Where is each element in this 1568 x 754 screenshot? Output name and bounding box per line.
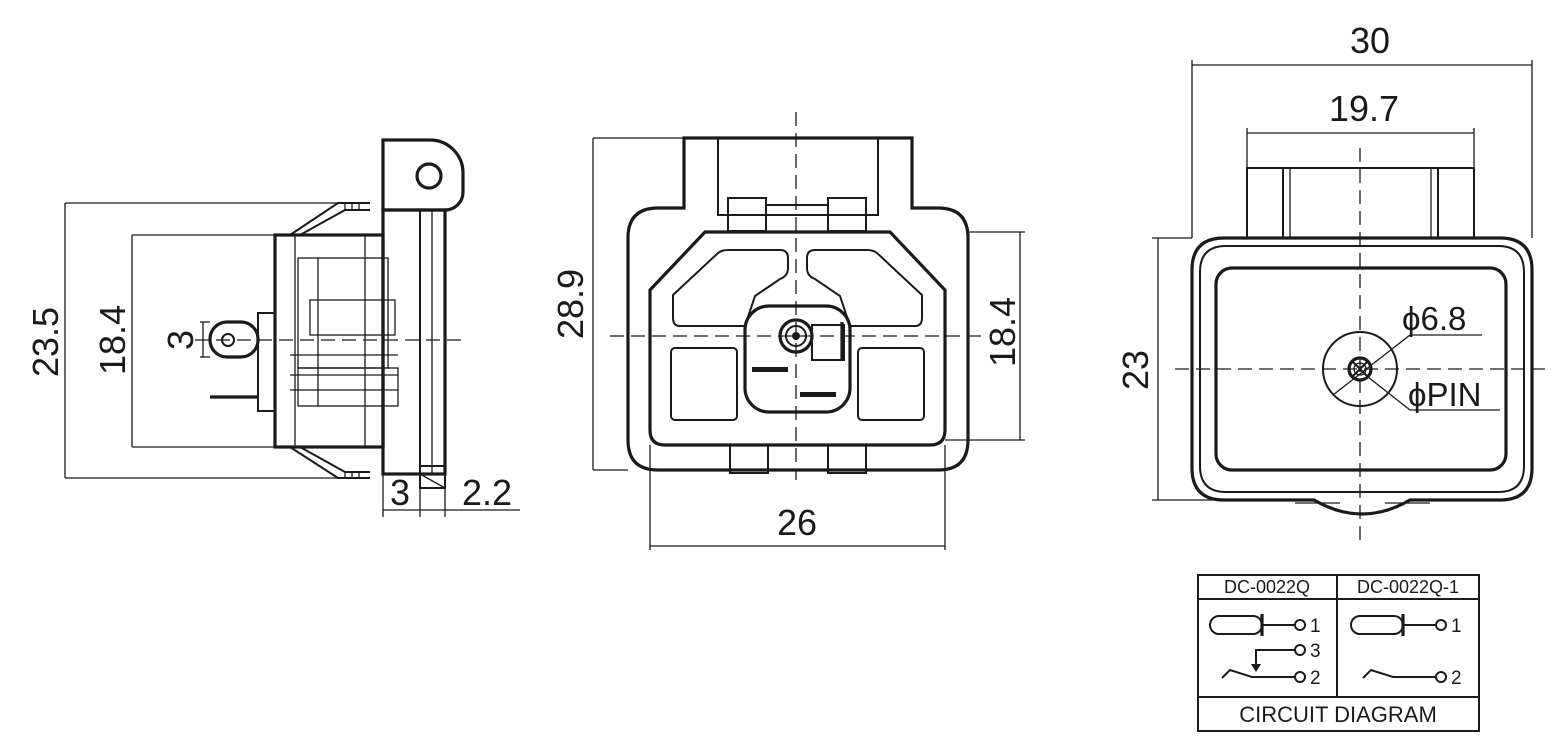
dim-side-height-body: 18.4 [92, 305, 133, 375]
dim-side-height-total: 23.5 [25, 307, 66, 377]
dim-front-width-body: 26 [777, 502, 817, 543]
dim-rear-width-total: 30 [1350, 20, 1390, 61]
dim-side-flange: 3 [390, 472, 410, 513]
dim-side-pin-pitch: 3 [160, 330, 201, 350]
circuit-model-2: DC-0022Q-1 [1357, 577, 1459, 597]
circuit-schematic-2: 1 2 [1350, 614, 1462, 689]
circuit1-pin-2: 2 [1310, 668, 1321, 689]
dim-rear-width-top: 19.7 [1329, 88, 1399, 129]
dim-rear-hole-diameter: ϕ6.8 [1402, 300, 1466, 337]
dim-front-height-body: 18.4 [982, 297, 1023, 367]
dim-front-height-total: 28.9 [550, 269, 591, 339]
front-view: 28.9 18.4 26 [550, 112, 1025, 550]
dim-rear-pin-diameter: ϕPIN [1408, 376, 1482, 413]
dim-rear-height: 23 [1115, 350, 1156, 390]
circuit-model-1: DC-0022Q [1224, 577, 1310, 597]
circuit2-pin-2: 2 [1451, 668, 1462, 689]
dim-side-plate: 2.2 [462, 472, 512, 513]
circuit1-pin-3: 3 [1310, 641, 1321, 662]
circuit2-pin-1: 1 [1451, 616, 1462, 637]
circuit-diagram-title: CIRCUIT DIAGRAM [1239, 702, 1437, 727]
circuit1-pin-1: 1 [1310, 616, 1321, 637]
circuit-diagram-table: DC-0022Q DC-0022Q-1 CIRCUIT DIAGRAM 1 3 … [1197, 574, 1480, 732]
rear-view: 30 19.7 23 ϕ6.8 ϕPIN [1115, 20, 1545, 540]
side-view: 23.5 18.4 3 3 2.2 [25, 138, 520, 517]
circuit-schematic-1: 1 3 2 [1209, 614, 1321, 689]
